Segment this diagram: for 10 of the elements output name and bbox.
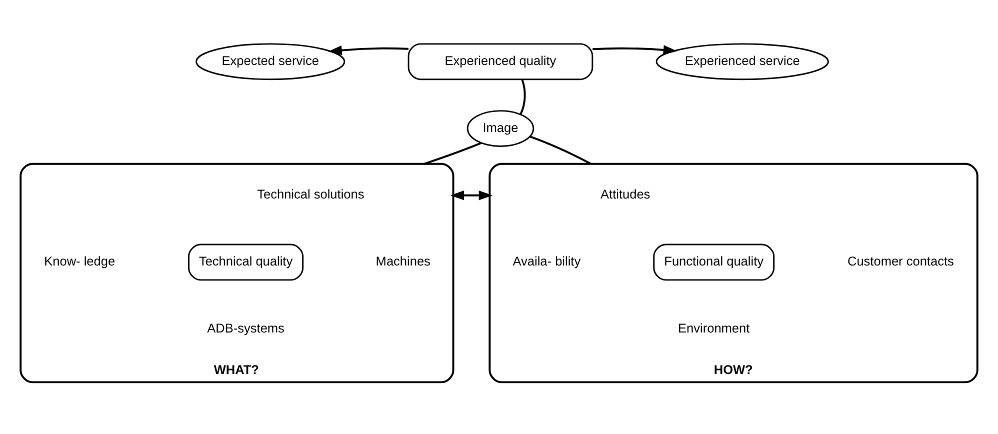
node-text: Technical solutions xyxy=(257,186,364,202)
node-text: Environment xyxy=(678,320,750,336)
node-text: Attitudes xyxy=(600,186,650,202)
node-text: ADB-systems xyxy=(207,320,284,336)
node-label: WHAT? xyxy=(214,362,259,377)
node-label: HOW? xyxy=(714,362,753,377)
node-text: Know- ledge xyxy=(44,254,116,269)
node-text: Machines xyxy=(376,254,430,269)
node-text: Availa- bility xyxy=(512,254,581,269)
node-text: Customer contacts xyxy=(847,254,954,269)
